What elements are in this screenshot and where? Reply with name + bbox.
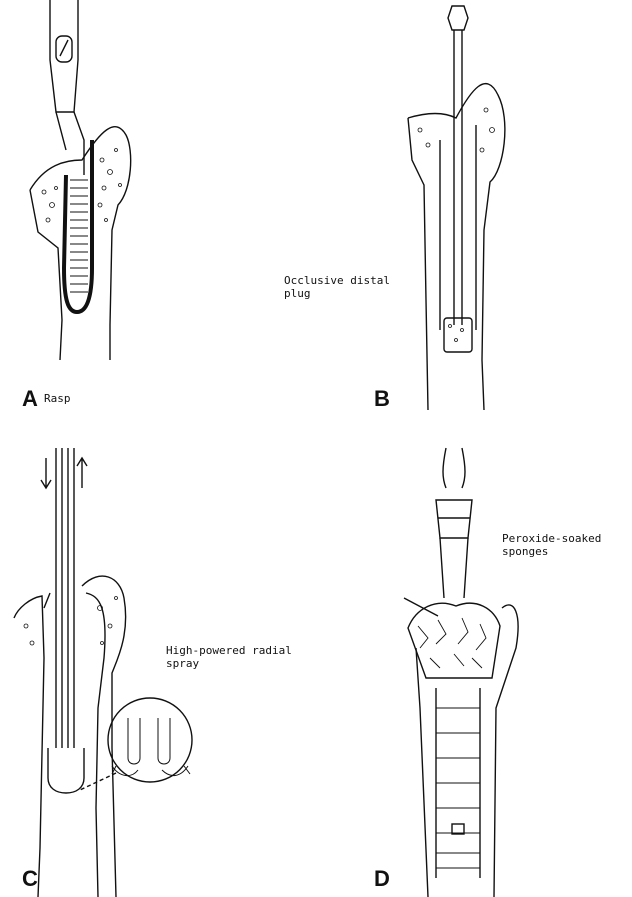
panel-d: Peroxide-soaked sponges D bbox=[316, 448, 632, 897]
radial-spray-illustration bbox=[0, 448, 316, 897]
panel-caption: Peroxide-soaked sponges bbox=[502, 532, 601, 558]
bone-outline-right bbox=[494, 605, 518, 897]
panel-letter: C bbox=[22, 868, 38, 890]
distal-plug bbox=[444, 318, 472, 352]
panel-caption: Rasp bbox=[44, 392, 71, 405]
panel-b: Occlusive distal plug B bbox=[316, 0, 632, 448]
inserter-handle bbox=[448, 6, 468, 30]
bone-outline-left bbox=[408, 118, 428, 410]
bone-outline-right bbox=[82, 576, 126, 897]
panel-letter: D bbox=[374, 868, 390, 890]
bone-outline-left bbox=[30, 190, 62, 360]
panel-caption: Occlusive distal plug bbox=[284, 274, 390, 300]
arrow-up-icon bbox=[77, 458, 87, 488]
distal-plug-illustration bbox=[316, 0, 632, 448]
sponges-illustration bbox=[316, 448, 632, 897]
rasp-illustration bbox=[0, 0, 316, 448]
arrow-down-icon bbox=[41, 458, 51, 488]
panel-letter: B bbox=[374, 388, 390, 410]
bone-outline-right bbox=[30, 127, 131, 360]
sponge-mass bbox=[408, 603, 500, 678]
instrument-shaft bbox=[436, 500, 472, 538]
panel-letter: A bbox=[22, 388, 38, 410]
panel-c: High-powered radial spray C bbox=[0, 448, 316, 897]
bone-outline-left bbox=[416, 648, 428, 897]
rasp-handle bbox=[50, 0, 78, 112]
bone-outline-right bbox=[408, 84, 505, 410]
panel-caption: High-powered radial spray bbox=[166, 644, 292, 670]
detail-callout bbox=[108, 698, 192, 782]
bone-outline-left bbox=[14, 596, 44, 897]
panel-a: A Rasp bbox=[0, 0, 316, 448]
cavity-rim bbox=[64, 140, 92, 312]
